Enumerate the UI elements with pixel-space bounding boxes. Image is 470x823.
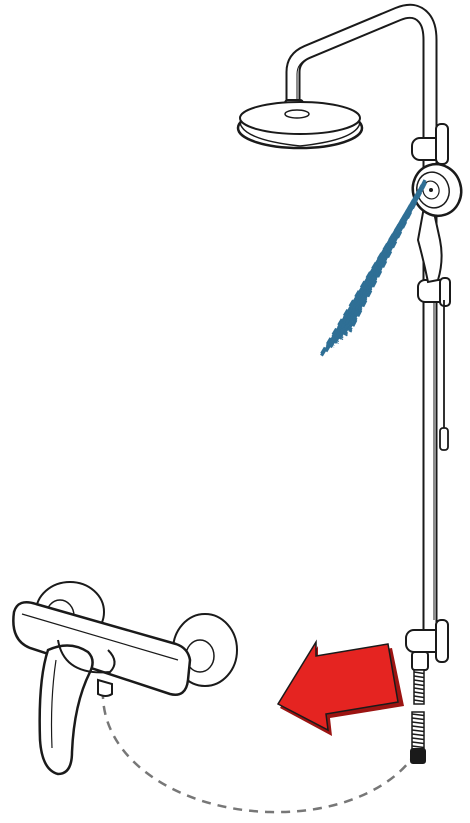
hose-ring — [411, 725, 425, 729]
hose-ring — [411, 717, 425, 721]
wall-mixer-tap — [12, 581, 238, 776]
hose-ring — [413, 699, 425, 703]
hose-ring — [411, 733, 425, 737]
hose-ring — [413, 683, 425, 687]
shower-hose — [410, 300, 449, 764]
hose-ring — [411, 729, 425, 733]
water-streak — [318, 217, 407, 359]
red-arrow-left — [276, 639, 404, 736]
rain-shower-head — [236, 99, 364, 150]
water-streak — [322, 212, 410, 356]
hose-ring — [411, 721, 425, 725]
riser-pipe — [285, 3, 438, 648]
hose-ring — [413, 675, 425, 679]
hose-ring — [411, 741, 425, 745]
hose-ring — [413, 679, 425, 683]
hose-ring — [411, 745, 425, 749]
water-spray — [318, 179, 427, 359]
hose-ring — [413, 695, 425, 699]
dashed-connection-path — [101, 689, 418, 814]
hose-ring — [411, 713, 425, 717]
hose-ring — [413, 687, 425, 691]
slide-bar — [405, 123, 451, 671]
hose-ring — [413, 671, 425, 675]
hose-ring — [413, 691, 425, 695]
hose-ring — [411, 737, 425, 741]
